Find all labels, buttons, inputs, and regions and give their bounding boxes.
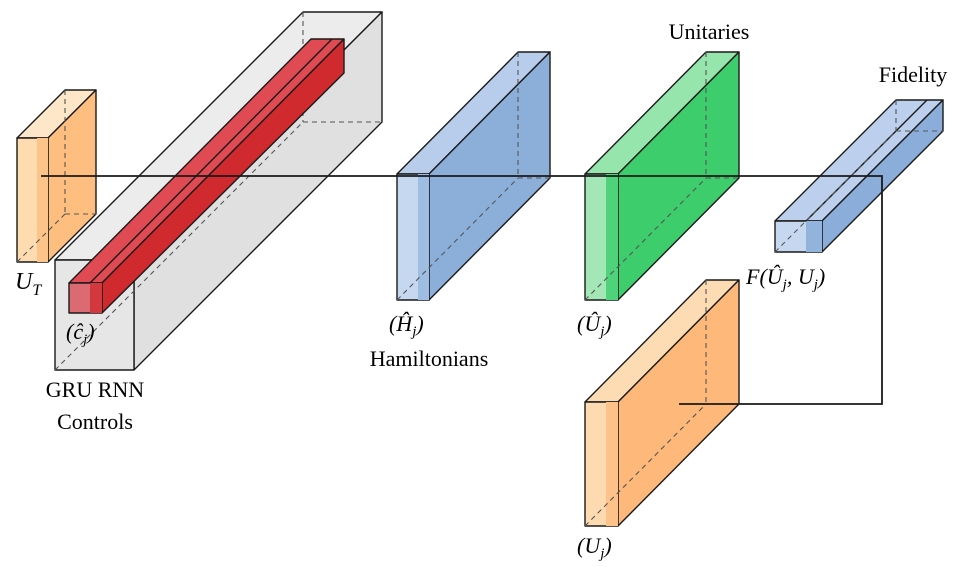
ut-label: UT	[15, 269, 42, 299]
controls-label: Controls	[57, 409, 133, 434]
labels: UT (ĉj) GRU RNN Controls (Ĥj) Hamiltonia…	[15, 19, 947, 562]
target-math-label: (Uj)	[577, 533, 612, 562]
gru-label: GRU RNN	[46, 377, 145, 402]
hamiltonians-math-label: (Ĥj)	[389, 311, 424, 340]
fidelity-label: Fidelity	[879, 62, 947, 87]
main-signal-line	[41, 175, 883, 405]
target-block	[584, 279, 740, 527]
fidelity-math-label: F(Ûj, Uj)	[745, 264, 825, 293]
unitaries-block-front-strip	[606, 174, 618, 300]
ut-block-front-strip	[37, 138, 48, 262]
controls-bar-front-strip	[90, 283, 102, 313]
hamiltonians-block-front-strip	[418, 174, 429, 300]
controls-math-label: (ĉj)	[66, 319, 95, 348]
fidelity-block-front-strip	[806, 221, 822, 252]
unitaries-label: Unitaries	[669, 19, 750, 44]
hamiltonians-label: Hamiltonians	[370, 346, 489, 371]
connection-wires	[41, 175, 883, 405]
target-block-front-strip	[606, 402, 618, 526]
unitaries-math-label: (Ûj)	[577, 311, 612, 340]
